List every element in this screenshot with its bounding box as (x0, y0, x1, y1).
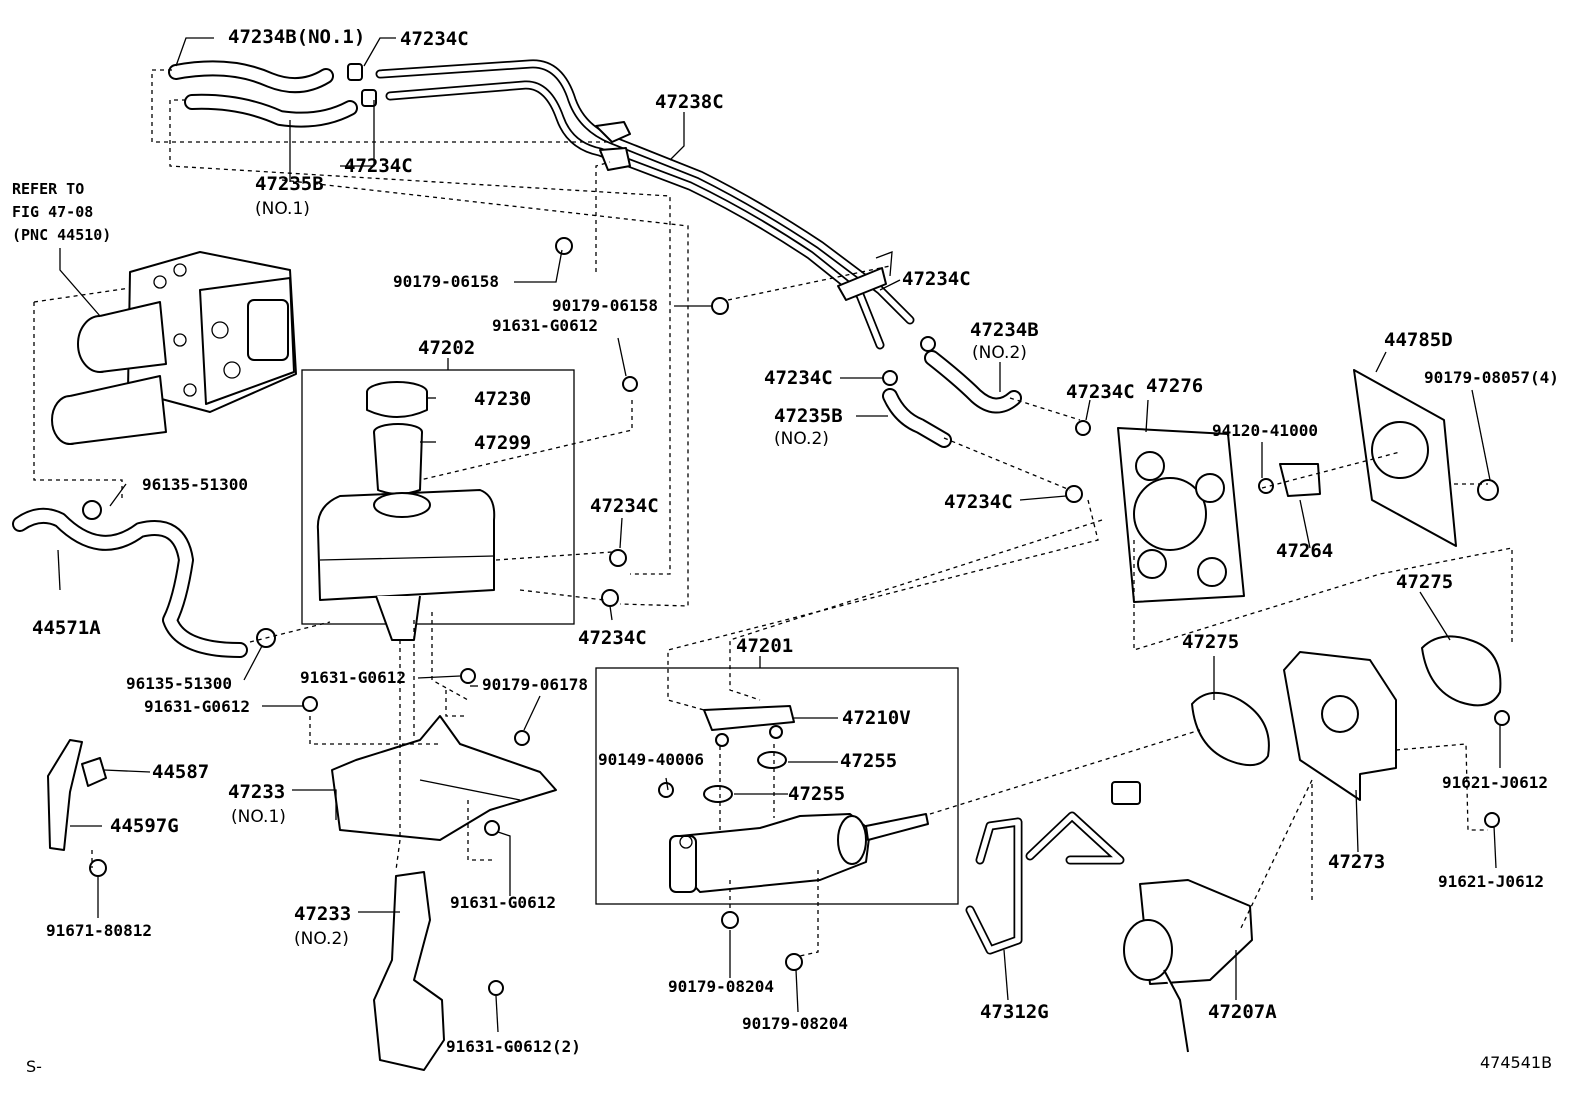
label-91631-G0612-c: 91631-G0612 (144, 697, 250, 716)
reservoir-group-box (301, 369, 575, 625)
label-47207A: 47207A (1208, 1001, 1277, 1023)
bracket-47264[interactable] (1279, 463, 1321, 497)
bracket-47233-no1[interactable] (331, 715, 557, 841)
hose-47235B-no1[interactable] (184, 93, 358, 128)
label-no2-c: (NO.2) (294, 929, 349, 949)
bracket-47273[interactable] (1283, 651, 1397, 801)
vacuum-pump-47207A[interactable] (1111, 781, 1253, 1053)
label-91631-G0612-d: 91631-G0612 (450, 893, 556, 912)
label-91621-J0612-b: 91621-J0612 (1438, 872, 1544, 891)
labels: 47234B(NO.1) 47234C 47234C 47235B (NO.1)… (12, 26, 1559, 1076)
label-47234C-r1: 47234C (1066, 381, 1135, 403)
label-96135-51300-b: 96135-51300 (126, 674, 232, 693)
corner-left-mark: S- (26, 1057, 42, 1076)
label-44571A: 44571A (32, 617, 101, 639)
reservoir-tank[interactable] (316, 489, 496, 641)
label-47299: 47299 (474, 432, 531, 454)
label-47235B-no2: 47235B (774, 405, 843, 427)
label-no1-a: (NO.1) (255, 199, 310, 219)
label-47234C-left: 47234C (764, 367, 833, 389)
label-47235B-no1: 47235B (255, 173, 324, 195)
label-47230: 47230 (474, 388, 531, 410)
label-47276: 47276 (1146, 375, 1203, 397)
label-47234C-top1: 47234C (400, 28, 469, 50)
label-90179-08057: 90179-08057(4) (1424, 368, 1559, 387)
label-47234C-r2: 47234C (944, 491, 1013, 513)
label-47234C-res2: 47234C (578, 627, 647, 649)
label-44597G: 44597G (110, 815, 179, 837)
label-47233-no1: 47233 (228, 781, 285, 803)
label-47234C-mid: 47234C (902, 268, 971, 290)
strainer-47299[interactable] (373, 423, 423, 495)
label-no1-b: (NO.1) (231, 807, 286, 827)
label-47238C: 47238C (655, 91, 724, 113)
label-90149-40006: 90149-40006 (598, 750, 704, 769)
label-96135-51300-a: 96135-51300 (142, 475, 248, 494)
label-91631-G0612-a: 91631-G0612 (492, 316, 598, 335)
label-47264: 47264 (1276, 540, 1333, 562)
clip-47234C-top[interactable] (347, 63, 377, 107)
booster-gasket-47276[interactable] (1117, 427, 1245, 603)
label-47312G: 47312G (980, 1001, 1049, 1023)
brake-tube-47312G[interactable] (965, 811, 1125, 955)
label-47202: 47202 (418, 337, 475, 359)
hose-47234B-no1[interactable] (168, 60, 334, 94)
refer-note-line3: (PNC 44510) (12, 226, 111, 244)
label-91621-J0612-a: 91621-J0612 (1442, 773, 1548, 792)
label-47234B-no2: 47234B (970, 319, 1039, 341)
label-47234C-top2: 47234C (344, 155, 413, 177)
sensor-44587[interactable] (81, 757, 107, 787)
hose-47235B-no2[interactable] (882, 388, 952, 448)
grommet-47255[interactable] (703, 751, 787, 803)
fitting-47210V[interactable] (703, 705, 795, 747)
label-47234C-res1: 47234C (590, 495, 659, 517)
reservoir-cap-47230[interactable] (366, 381, 428, 418)
refer-note-line1: REFER TO (12, 180, 84, 198)
bracket-47233-no2[interactable] (373, 871, 445, 1071)
label-44785D: 44785D (1384, 329, 1453, 351)
label-44587: 44587 (152, 761, 209, 783)
label-94120-41000: 94120-41000 (1212, 421, 1318, 440)
dashed-lines (33, 69, 1513, 957)
label-91671-80812: 91671-80812 (46, 921, 152, 940)
bolts[interactable] (89, 237, 1510, 996)
figure-code: 474541B (1480, 1053, 1552, 1072)
label-47275-b: 47275 (1182, 631, 1239, 653)
label-47201: 47201 (736, 635, 793, 657)
label-90179-08204-b: 90179-08204 (742, 1014, 848, 1033)
master-cylinder-body[interactable] (669, 813, 929, 893)
leader-lines (57, 37, 1501, 1033)
master-cylinder-group-box (595, 667, 959, 905)
brake-tube-assembly-47238C[interactable] (375, 59, 915, 350)
label-90179-06178: 90179-06178 (482, 675, 588, 694)
label-91631-G0612-2: 91631-G0612(2) (446, 1037, 581, 1056)
refer-note-line2: FIG 47-08 (12, 203, 93, 221)
hose-47234B-no2[interactable] (924, 350, 1022, 414)
label-91631-G0612-b: 91631-G0612 (300, 668, 406, 687)
hose-44571A[interactable] (12, 507, 248, 658)
abs-actuator[interactable] (51, 251, 297, 445)
label-47255-a: 47255 (840, 750, 897, 772)
gasket-47275[interactable] (1191, 635, 1502, 767)
label-90179-06158-b: 90179-06158 (552, 296, 658, 315)
label-no2-b: (NO.2) (774, 429, 829, 449)
label-no2-a: (NO.2) (972, 343, 1027, 363)
label-90179-06158-a: 90179-06158 (393, 272, 499, 291)
clamp-96135-51300[interactable] (82, 500, 276, 648)
bracket-44597G[interactable] (47, 739, 83, 851)
label-47234B-no1: 47234B(NO.1) (228, 26, 365, 48)
label-47210V: 47210V (842, 707, 911, 729)
gasket-44785D[interactable] (1353, 369, 1457, 547)
label-47273: 47273 (1328, 851, 1385, 873)
label-47255-b: 47255 (788, 783, 845, 805)
label-47275-a: 47275 (1396, 571, 1453, 593)
label-90179-08204-a: 90179-08204 (668, 977, 774, 996)
label-47233-no2: 47233 (294, 903, 351, 925)
